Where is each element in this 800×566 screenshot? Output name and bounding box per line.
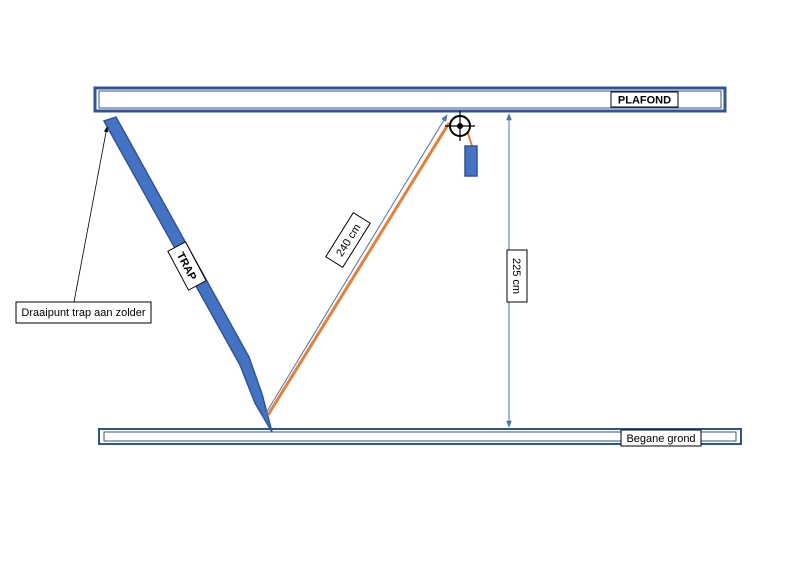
ceiling-label: PLAFOND xyxy=(618,95,671,107)
height-dimension-label-box: 225 cm xyxy=(506,249,528,303)
stair-label-box: TRAP xyxy=(167,241,207,291)
ceiling-label-box: PLAFOND xyxy=(610,91,679,108)
pivot-label-box: Draaipunt trap aan zolder xyxy=(15,301,152,324)
ceiling-beam xyxy=(93,86,727,113)
ground-label-box: Begane grond xyxy=(620,429,702,447)
diagonal-dimension-line xyxy=(262,114,448,419)
ground-beam xyxy=(98,428,742,445)
pivot-pointer-line xyxy=(73,126,109,303)
height-dimension-label: 225 cm xyxy=(510,258,522,294)
pivot-label: Draaipunt trap aan zolder xyxy=(21,307,145,319)
pulley-icon xyxy=(445,111,475,141)
ground-label: Begane grond xyxy=(626,433,695,445)
rope-line xyxy=(266,122,451,416)
counterweight xyxy=(464,145,478,177)
